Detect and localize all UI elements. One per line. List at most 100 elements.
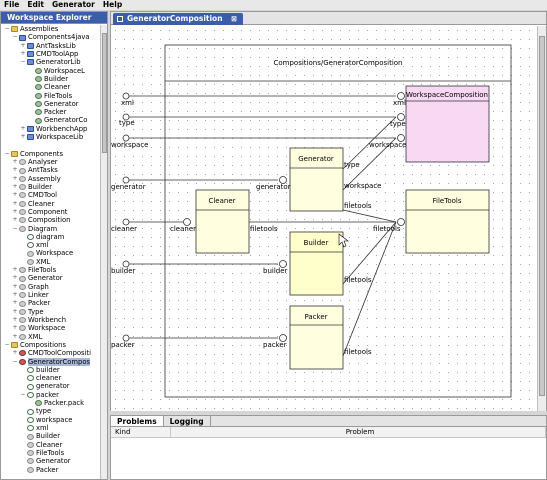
- tree-item[interactable]: +Workbench: [1, 316, 101, 324]
- expand-icon[interactable]: +: [12, 291, 18, 298]
- tree-item[interactable]: −Components4java: [1, 33, 101, 41]
- tree-item[interactable]: +AntTasks: [1, 166, 101, 174]
- tree-item[interactable]: +Cleaner: [1, 200, 101, 208]
- tree-item[interactable]: +WorkbenchApp: [1, 125, 101, 133]
- expand-icon[interactable]: +: [12, 166, 18, 174]
- expand-icon[interactable]: +: [12, 332, 18, 340]
- tree-item[interactable]: −Compositions: [1, 341, 101, 349]
- expand-icon[interactable]: +: [12, 315, 18, 323]
- expand-icon[interactable]: +: [12, 282, 18, 290]
- tree-item[interactable]: Generator: [1, 457, 101, 465]
- tree-item[interactable]: +CMDToolCompositi: [1, 349, 101, 357]
- tree-item[interactable]: +Linker: [1, 291, 101, 299]
- collapse-icon[interactable]: −: [4, 340, 10, 348]
- tree-item[interactable]: cleaner: [1, 374, 101, 382]
- expand-icon[interactable]: +: [20, 49, 26, 57]
- expand-icon[interactable]: +: [12, 182, 18, 190]
- composition-diagram[interactable]: Compositions/GeneratorComposition xml ty…: [111, 26, 537, 412]
- tree-item[interactable]: +Composition: [1, 216, 101, 224]
- composition-frame[interactable]: [164, 44, 512, 398]
- tree-item[interactable]: −GeneratorLib: [1, 58, 101, 66]
- packer-box[interactable]: [289, 305, 344, 370]
- tree-item[interactable]: +Packer: [1, 299, 101, 307]
- tree-item[interactable]: +Type: [1, 308, 101, 316]
- diagram-canvas[interactable]: Compositions/GeneratorComposition xml ty…: [111, 26, 537, 412]
- column-kind[interactable]: Kind: [111, 427, 171, 437]
- editor-scrollbar-thumb[interactable]: [539, 36, 545, 396]
- menu-file[interactable]: File: [4, 0, 20, 9]
- menu-edit[interactable]: Edit: [27, 0, 45, 9]
- expand-icon[interactable]: +: [12, 307, 18, 315]
- collapse-icon[interactable]: −: [12, 33, 18, 41]
- collapse-icon[interactable]: −: [4, 25, 10, 32]
- explorer-scrollbar-thumb[interactable]: [102, 33, 107, 153]
- tree-item[interactable]: xml: [1, 241, 101, 249]
- filetools-box[interactable]: [405, 189, 490, 254]
- builder-box[interactable]: [289, 231, 344, 296]
- tree-item[interactable]: +Builder: [1, 183, 101, 191]
- menu-help[interactable]: Help: [102, 0, 123, 9]
- workspace-explorer-tab[interactable]: Workspace Explorer: [1, 12, 107, 24]
- collapse-icon[interactable]: −: [4, 149, 10, 157]
- tree-item[interactable]: −packer: [1, 391, 101, 399]
- tree-item[interactable]: +AntTasksLib: [1, 42, 101, 50]
- expand-icon[interactable]: +: [20, 41, 26, 49]
- expand-icon[interactable]: +: [20, 133, 26, 141]
- tree-item[interactable]: FileTools: [1, 92, 101, 100]
- expand-icon[interactable]: +: [12, 274, 18, 282]
- expand-icon[interactable]: +: [12, 349, 18, 357]
- expand-icon[interactable]: +: [12, 266, 18, 274]
- tree-item[interactable]: diagram: [1, 233, 101, 241]
- tree-item[interactable]: Packer.pack: [1, 399, 101, 407]
- tree-item[interactable]: Builder: [1, 432, 101, 440]
- tree-item[interactable]: generator: [1, 382, 101, 390]
- menu-generator[interactable]: Generator: [52, 0, 95, 9]
- tree-item[interactable]: +FileTools: [1, 266, 101, 274]
- tree-item[interactable]: −Assemblies: [1, 25, 101, 33]
- tree-item[interactable]: builder: [1, 366, 101, 374]
- tree-item[interactable]: Builder: [1, 75, 101, 83]
- tree-item[interactable]: +Graph: [1, 283, 101, 291]
- tree-item[interactable]: Cleaner: [1, 441, 101, 449]
- tab-logging[interactable]: Logging: [164, 416, 211, 426]
- tree-item[interactable]: xml: [1, 424, 101, 432]
- cleaner-box[interactable]: [195, 189, 250, 254]
- tree-item[interactable]: [1, 141, 101, 149]
- expand-icon[interactable]: +: [20, 124, 26, 132]
- tree-item[interactable]: −Components: [1, 150, 101, 158]
- collapse-icon[interactable]: −: [12, 357, 18, 365]
- tree-item[interactable]: workspace: [1, 416, 101, 424]
- tree-item[interactable]: +Generator: [1, 274, 101, 282]
- tree-item[interactable]: +XML: [1, 333, 101, 341]
- expand-icon[interactable]: +: [12, 158, 18, 165]
- tree-item[interactable]: −GeneratorCompos: [1, 357, 101, 366]
- tree-item[interactable]: +Assembly: [1, 175, 101, 183]
- expand-icon[interactable]: +: [12, 299, 18, 307]
- generator-box[interactable]: [289, 147, 344, 212]
- tree-item[interactable]: type: [1, 407, 101, 415]
- collapse-icon[interactable]: −: [20, 390, 26, 398]
- tab-problems[interactable]: Problems: [111, 416, 164, 426]
- tree-item[interactable]: −Diagram: [1, 225, 101, 233]
- tree-item[interactable]: FileTools: [1, 449, 101, 457]
- collapse-icon[interactable]: −: [12, 224, 18, 232]
- tree-item[interactable]: GeneratorCo: [1, 116, 101, 124]
- collapse-icon[interactable]: −: [20, 58, 26, 66]
- tree-item[interactable]: +WorkspaceLib: [1, 133, 101, 141]
- tree-item[interactable]: Packer: [1, 108, 101, 116]
- close-tab-icon[interactable]: ⊠: [231, 15, 238, 23]
- tree-item[interactable]: WorkspaceL: [1, 67, 101, 75]
- expand-icon[interactable]: +: [12, 191, 18, 199]
- tree-item[interactable]: +Workspace: [1, 324, 101, 332]
- editor-scrollbar[interactable]: [537, 26, 546, 412]
- panel-splitter[interactable]: [110, 411, 547, 415]
- tree-item[interactable]: +Component: [1, 208, 101, 216]
- expand-icon[interactable]: +: [12, 207, 18, 215]
- tree-item[interactable]: +Analyser: [1, 158, 101, 166]
- tab-generator-composition[interactable]: GeneratorComposition ⊠: [113, 13, 244, 25]
- tree-item[interactable]: Workspace: [1, 249, 101, 257]
- expand-icon[interactable]: +: [12, 324, 18, 332]
- expand-icon[interactable]: +: [12, 174, 18, 182]
- column-problem[interactable]: Problem: [171, 427, 546, 437]
- expand-icon[interactable]: +: [12, 199, 18, 207]
